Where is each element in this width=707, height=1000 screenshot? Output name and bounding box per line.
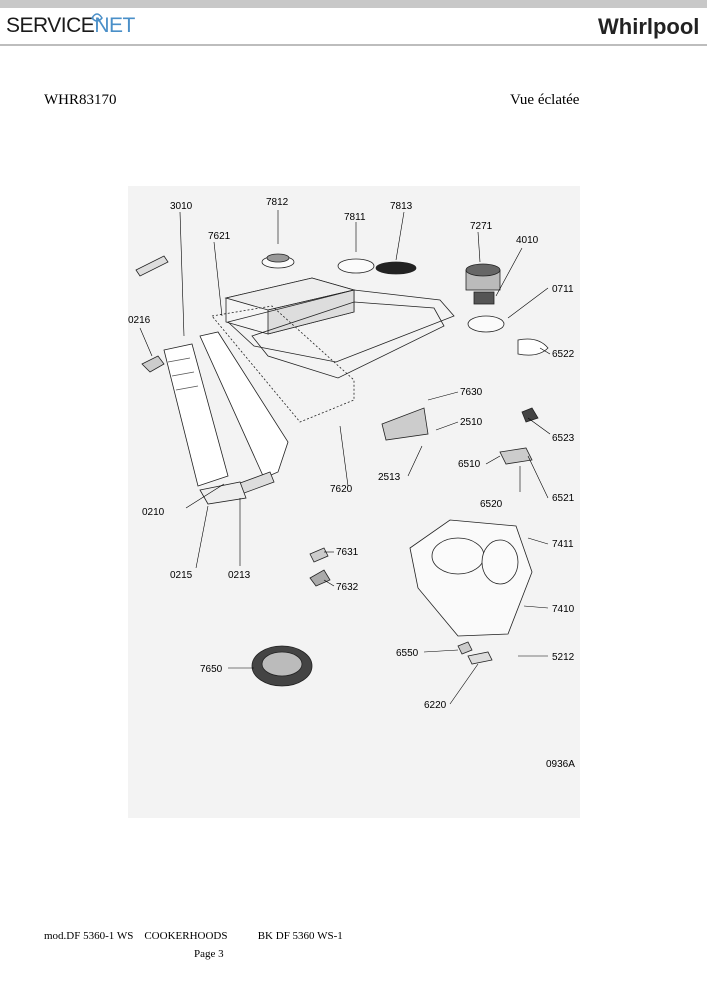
part-label: 2510 bbox=[460, 417, 483, 428]
part-label: 7812 bbox=[266, 197, 289, 208]
part-label: 4010 bbox=[516, 235, 539, 246]
servicenet-logo-net: NET bbox=[94, 14, 135, 37]
part-label: 7620 bbox=[330, 484, 353, 495]
part-label: 0711 bbox=[552, 284, 574, 295]
part-label: 0215 bbox=[170, 570, 193, 581]
part-label: 6522 bbox=[552, 349, 575, 360]
footer-category: COOKERHOODS bbox=[144, 930, 228, 942]
part-label: 3010 bbox=[170, 201, 193, 212]
part-label: 6521 bbox=[552, 493, 575, 504]
part-label: 6523 bbox=[552, 433, 575, 444]
model-number: WHR83170 bbox=[44, 92, 117, 108]
diagram-code: 0936A bbox=[546, 759, 575, 770]
part-label: 7271 bbox=[470, 221, 493, 232]
view-title: Vue éclatée bbox=[510, 92, 580, 108]
part-label: 7650 bbox=[200, 664, 223, 675]
exploded-view-diagram: 3010 7812 7811 7813 7621 7271 4010 0711 … bbox=[128, 186, 580, 818]
part-label: 7632 bbox=[336, 582, 359, 593]
footer-model: mod.DF 5360-1 WS bbox=[44, 930, 134, 942]
part-label: 7811 bbox=[344, 212, 366, 223]
plug-icon bbox=[91, 13, 103, 29]
part-label: 7630 bbox=[460, 387, 483, 398]
part-label: 6550 bbox=[396, 648, 419, 659]
part-label: 6520 bbox=[480, 499, 503, 510]
whirlpool-logo: Whirlpool bbox=[598, 14, 700, 39]
page-number: Page 3 bbox=[194, 948, 224, 960]
servicenet-logo: SERVICENET bbox=[6, 13, 135, 42]
part-label: 7411 bbox=[552, 539, 574, 550]
part-label: 0213 bbox=[228, 570, 251, 581]
part-label: 0210 bbox=[142, 507, 165, 518]
footer-reference: BK DF 5360 WS-1 bbox=[257, 930, 343, 942]
part-label: 7410 bbox=[552, 604, 575, 615]
part-label: 7813 bbox=[390, 201, 413, 212]
header-divider bbox=[0, 44, 707, 46]
part-label: 7621 bbox=[208, 231, 231, 242]
part-label: 6220 bbox=[424, 700, 447, 711]
top-bar bbox=[0, 0, 707, 8]
part-label: 5212 bbox=[552, 652, 575, 663]
part-label: 2513 bbox=[378, 472, 401, 483]
part-label: 7631 bbox=[336, 547, 359, 558]
footer-info: mod.DF 5360-1 WS COOKERHOODS BK DF 5360 … bbox=[44, 930, 343, 942]
part-label: 0216 bbox=[128, 315, 151, 326]
part-label: 6510 bbox=[458, 459, 481, 470]
servicenet-logo-service: SERVICE bbox=[6, 14, 95, 37]
